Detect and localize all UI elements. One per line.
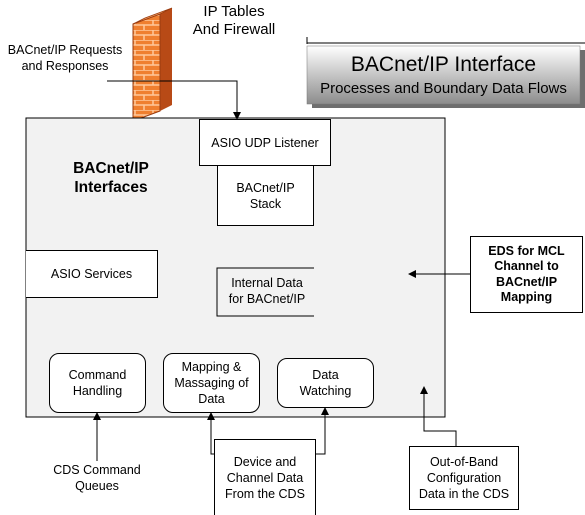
- firewall-icon: [132, 7, 173, 122]
- cds-command-line1: CDS Command: [53, 463, 141, 477]
- asio-services-box: ASIO Services: [26, 250, 158, 298]
- header-title: BACnet/IP Interface: [350, 53, 537, 76]
- bacnet-requests-line2: and Responses: [21, 59, 109, 73]
- container-title: BACnet/IP Interfaces: [56, 159, 166, 197]
- oob-line2: Configuration: [426, 471, 502, 485]
- eds-mapping-box: EDS for MCL Channel to BACnet/IP Mapping: [470, 236, 583, 313]
- eds-line2: Channel to: [494, 259, 559, 273]
- oob-config-arrow: [420, 386, 457, 446]
- firewall-title-line1: IP Tables: [203, 3, 265, 20]
- header-subtitle: Processes and Boundary Data Flows: [320, 80, 567, 97]
- internal-data-line1: Internal Data: [231, 276, 303, 290]
- eds-line1: EDS for MCL: [488, 243, 565, 258]
- header-banner: [306, 37, 585, 108]
- device-channel-line3: From the CDS: [225, 486, 305, 501]
- cds-command-label: CDS Command Queues: [37, 462, 157, 494]
- oob-line3: Data in the CDS: [418, 487, 510, 501]
- command-handling-box: Command Handling: [49, 353, 146, 413]
- bacnet-stack-line1: BACnet/IP: [236, 180, 295, 195]
- command-handling-line1: Command: [68, 368, 127, 382]
- data-watching-box: Data Watching: [277, 358, 374, 408]
- device-channel-line1: Device and: [233, 454, 297, 469]
- container-title-line2: Interfaces: [74, 179, 148, 196]
- firewall-title: IP Tables And Firewall: [182, 3, 286, 39]
- mapping-line1: Mapping &: [181, 360, 242, 374]
- eds-line4: Mapping: [500, 290, 553, 304]
- mapping-massaging-box: Mapping & Massaging of Data: [163, 353, 260, 413]
- bacnet-stack-line2: Stack: [249, 196, 282, 211]
- oob-config-box: Out-of-Band Configuration Data in the CD…: [409, 446, 519, 510]
- device-channel-line2: Channel Data: [226, 470, 304, 485]
- bacnet-requests-line1: BACnet/IP Requests: [7, 43, 123, 57]
- bacnet-requests-label: BACnet/IP Requests and Responses: [0, 42, 130, 74]
- requests-arrow: [107, 80, 241, 120]
- data-watching-line1: Data: [312, 368, 339, 382]
- bacnet-stack-box: BACnet/IP Stack: [217, 166, 314, 226]
- oob-line1: Out-of-Band: [429, 455, 499, 469]
- container-title-line1: BACnet/IP: [73, 160, 149, 177]
- eds-line3: BACnet/IP: [495, 274, 558, 289]
- internal-data-bracket: [216, 267, 314, 317]
- internal-data-label: Internal Data for BACnet/IP: [219, 275, 315, 307]
- command-handling-line2: Handling: [72, 384, 123, 398]
- cds-command-line2: Queues: [75, 479, 119, 493]
- firewall-title-line2: And Firewall: [192, 21, 276, 38]
- asio-udp-listener-box: ASIO UDP Listener: [199, 119, 331, 166]
- internal-data-line2: for BACnet/IP: [228, 292, 306, 306]
- device-channel-data-box: Device and Channel Data From the CDS: [214, 439, 316, 515]
- mapping-line2: Massaging of: [174, 376, 249, 390]
- mapping-line3: Data: [198, 392, 225, 406]
- data-watching-line2: Watching: [299, 384, 352, 398]
